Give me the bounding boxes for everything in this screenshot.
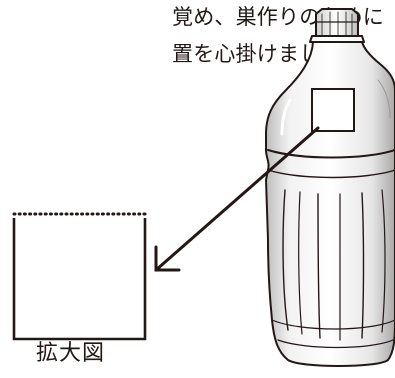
enlarged-view-frame (12, 212, 148, 341)
enlarged-view-label: 拡大図 (36, 341, 106, 366)
marker-square (311, 88, 355, 132)
bottle-collar (309, 35, 365, 43)
bottle-body (265, 41, 395, 367)
bottle-icon (265, 8, 395, 367)
arrow-pointer-icon (154, 126, 320, 272)
